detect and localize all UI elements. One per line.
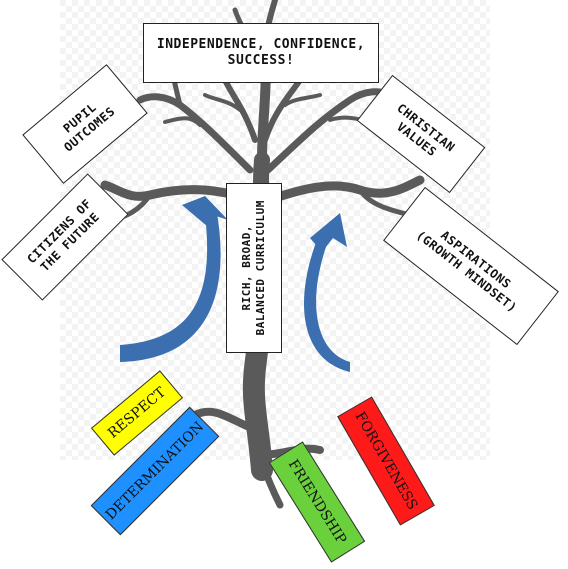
title-box: INDEPENDENCE, CONFIDENCE, SUCCESS! — [143, 23, 379, 83]
left-arrow-head — [182, 196, 228, 232]
title-box-text: INDEPENDENCE, CONFIDENCE, SUCCESS! — [156, 36, 366, 68]
curriculum-trunk-text: RICH, BROAD, BALANCED CURRICULUM — [240, 200, 267, 336]
pupil-outcomes-text: PUPIL OUTCOMES — [60, 100, 118, 155]
curriculum-trunk-box: RICH, BROAD, BALANCED CURRICULUM — [226, 183, 282, 353]
left-growth-arrow — [120, 213, 221, 362]
right-growth-arrow — [304, 232, 350, 372]
right-arrow-head — [310, 213, 347, 252]
